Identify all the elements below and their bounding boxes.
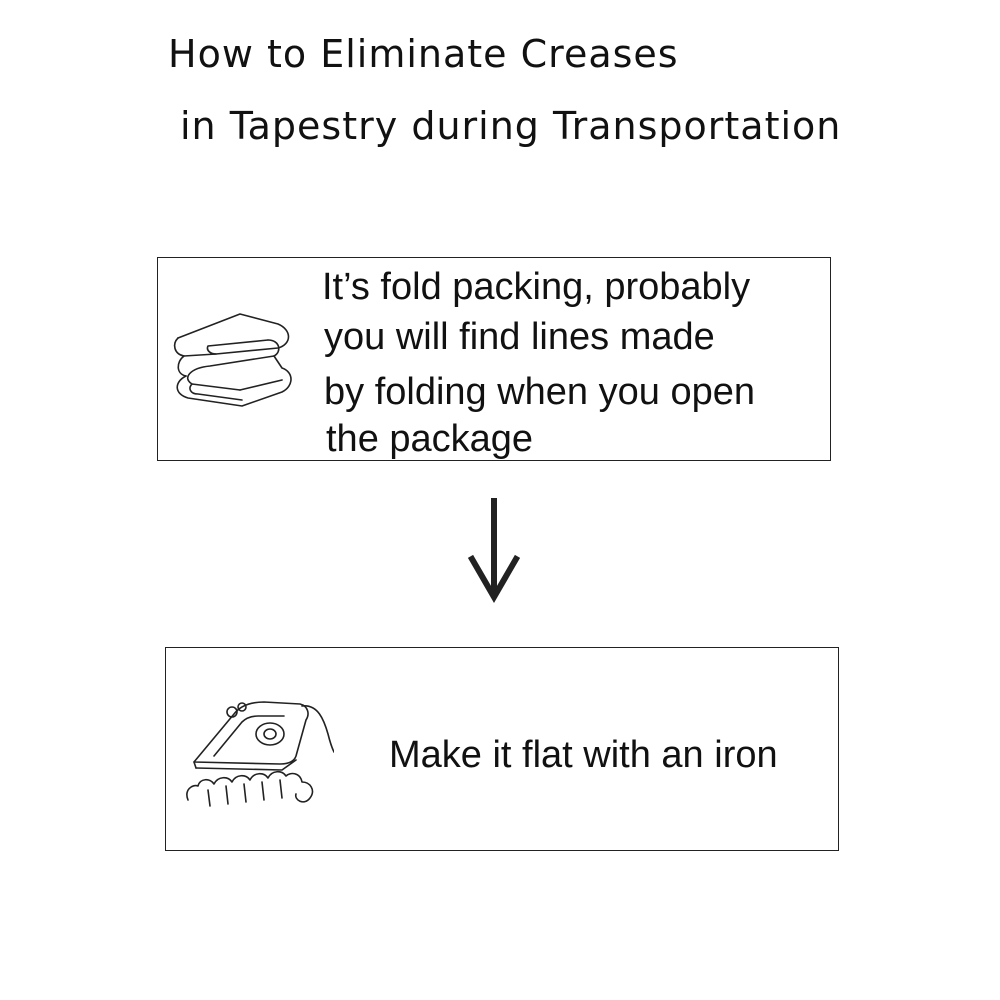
iron-icon [184,686,335,820]
step1-text-line-1: It’s fold packing, probably [322,266,751,308]
step1-text-line-2: you will find lines made [324,316,715,358]
step1-text-line-3: by folding when you open [324,371,755,413]
folded-cloth-icon [170,310,300,414]
step1-text-line-4: the package [326,418,534,460]
title-line-2: in Tapestry during Transportation [180,104,842,148]
step2-text: Make it flat with an iron [389,734,778,776]
step-box-iron: Make it flat with an iron [165,647,839,851]
step-box-fold-packing: It’s fold packing, probably you will fin… [157,257,831,461]
title-line-1: How to Eliminate Creases [168,32,679,76]
down-arrow-icon [466,497,522,609]
